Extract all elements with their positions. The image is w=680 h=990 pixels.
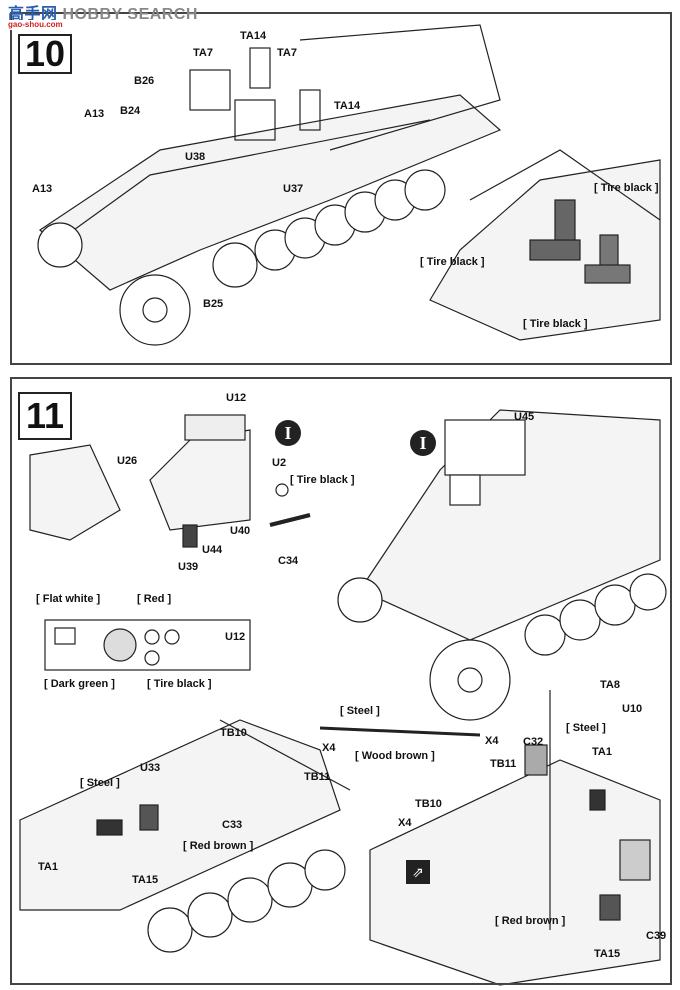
label-u2: U2 xyxy=(272,457,287,469)
watermark-brand: HOBBY SEARCH xyxy=(62,6,198,23)
label-u44: U44 xyxy=(202,544,223,556)
step-11-number: 11 xyxy=(18,392,72,440)
label-u39: U39 xyxy=(178,561,199,573)
step-10-number: 10 xyxy=(18,34,72,74)
label-a13: A13 xyxy=(84,108,105,120)
paint-callout: [ Tire black ] xyxy=(523,318,588,330)
label-b26: B26 xyxy=(134,75,155,87)
label-ta14: TA14 xyxy=(240,30,267,42)
label-x4: X4 xyxy=(485,735,499,747)
label-u33: U33 xyxy=(140,762,161,774)
step-11-drawing xyxy=(19,409,667,986)
label-u12: U12 xyxy=(226,392,247,404)
label-ta1: TA1 xyxy=(592,746,612,758)
label-tb11: TB11 xyxy=(304,771,331,783)
label-c33: C33 xyxy=(222,819,243,831)
label-ta7: TA7 xyxy=(193,47,213,59)
label-ta7: TA7 xyxy=(277,47,297,59)
x4-quantity-icon: ⇗ xyxy=(406,860,430,884)
label-b24: B24 xyxy=(120,105,141,117)
paint-callout: [ Red ] xyxy=(137,593,172,605)
watermark-url: gao-shou.com xyxy=(8,20,63,30)
label-u40: U40 xyxy=(230,525,251,537)
paint-callout: [ Tire black ] xyxy=(420,256,485,268)
label-tb10: TB10 xyxy=(220,727,247,739)
label-ta14: TA14 xyxy=(334,100,361,112)
paint-callout: [ Dark green ] xyxy=(44,678,115,690)
paint-callout: [ Red brown ] xyxy=(495,915,566,927)
paint-callout: [ Steel ] xyxy=(80,777,120,789)
label-u12: U12 xyxy=(225,631,246,643)
paint-callout: [ Tire black ] xyxy=(147,678,212,690)
label-ta1: TA1 xyxy=(38,861,58,873)
paint-callout: [ Steel ] xyxy=(566,722,606,734)
label-u45: U45 xyxy=(514,411,535,423)
paint-callout: [ Steel ] xyxy=(340,705,380,717)
paint-callout: [ Wood brown ] xyxy=(355,750,435,762)
label-u37: U37 xyxy=(283,183,304,195)
label-c32: C32 xyxy=(523,736,544,748)
label-u26: U26 xyxy=(117,455,138,467)
paint-callout: [ Tire black ] xyxy=(290,474,355,486)
label-ta15: TA15 xyxy=(594,948,621,960)
label-b25: B25 xyxy=(203,298,224,310)
subassembly-marker: I xyxy=(275,420,301,446)
watermark: 高手网 HOBBY SEARCH xyxy=(8,0,198,24)
paint-callout: [ Tire black ] xyxy=(594,182,659,194)
label-tb11: TB11 xyxy=(490,758,517,770)
label-x4: X4 xyxy=(322,742,336,754)
label-x4: X4 xyxy=(398,817,412,829)
step-10-halftrack-drawing xyxy=(37,24,661,346)
label-u10: U10 xyxy=(622,703,643,715)
label-c39: C39 xyxy=(646,930,667,942)
label-tb10: TB10 xyxy=(415,798,442,810)
paint-callout: [ Red brown ] xyxy=(183,840,254,852)
subassembly-marker: I xyxy=(410,430,436,456)
label-a13: A13 xyxy=(32,183,53,195)
label-ta8: TA8 xyxy=(600,679,620,691)
paint-callout: [ Flat white ] xyxy=(36,593,101,605)
label-ta15: TA15 xyxy=(132,874,159,886)
label-u38: U38 xyxy=(185,151,206,163)
label-c34: C34 xyxy=(278,555,299,567)
step-11-panel xyxy=(10,377,672,985)
watermark-logo: 高手网 xyxy=(8,6,58,23)
